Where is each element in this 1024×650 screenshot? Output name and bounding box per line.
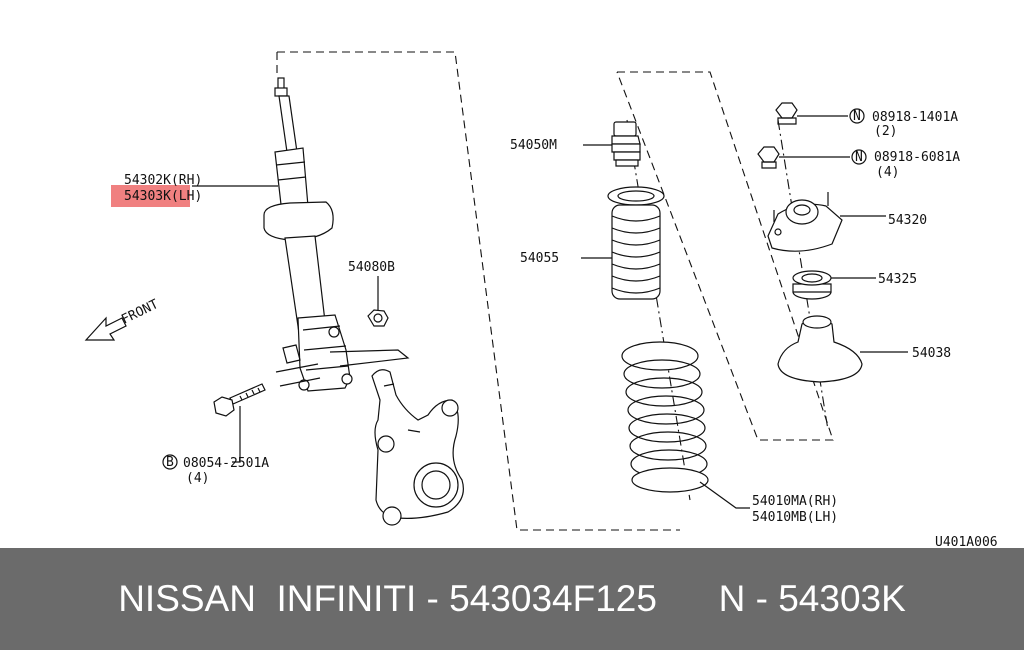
- label-54302k: 54302K(RH): [124, 173, 202, 188]
- spring-seat-icon: [777, 315, 863, 383]
- leader-54010m: [699, 481, 750, 509]
- label-nut1-qty: (2): [874, 124, 897, 139]
- strut-assembly-icon: [263, 77, 353, 392]
- dust-cover-icon: [607, 186, 665, 300]
- spring-centerline: [626, 119, 691, 501]
- label-54010mb: 54010MB(LH): [752, 510, 838, 525]
- nut-08918-6081a-icon: [757, 146, 780, 169]
- strut-mount-icon: [767, 192, 843, 252]
- label-front: FRONT: [119, 297, 161, 328]
- front-arrow-icon: [84, 316, 127, 341]
- nut-08918-1401a-icon: [775, 102, 798, 125]
- mount-bearing-icon: [792, 270, 832, 300]
- label-54010ma: 54010MA(RH): [752, 494, 838, 509]
- nut-54080b-icon: [367, 309, 389, 327]
- label-nut2: 08918-6081A: [874, 150, 960, 165]
- steering-knuckle-icon: [371, 369, 464, 526]
- mount-group-outline: [616, 71, 834, 441]
- strut-group-outline: [277, 51, 680, 531]
- label-54325: 54325: [878, 272, 917, 287]
- nut-marker-circle-2: [851, 149, 867, 165]
- label-bolt-marker: B: [166, 455, 174, 470]
- label-54050m: 54050M: [510, 138, 557, 153]
- banner-text: NISSAN INFINITI - 543034F125 N - 54303K: [118, 578, 906, 619]
- label-nut2-qty: (4): [876, 165, 899, 180]
- label-nut1: 08918-1401A: [872, 110, 958, 125]
- bracket-line-2: [275, 363, 321, 387]
- label-54320: 54320: [888, 213, 927, 228]
- nut-marker-circle-1: [849, 108, 865, 124]
- coil-spring-icon: [621, 341, 709, 493]
- label-bolt-qty: (4): [186, 471, 209, 486]
- leader-bolt: [232, 406, 241, 463]
- label-54303k: 54303K(LH): [124, 189, 202, 204]
- drawing-code: U401A006: [935, 535, 998, 548]
- bolt-icon: [213, 383, 266, 417]
- label-54038: 54038: [912, 346, 951, 361]
- bracket-line: [329, 349, 410, 367]
- diagram-canvas: 54302K(RH) 54303K(LH) 54080B FRONT B 080…: [84, 51, 998, 550]
- bolt-marker-circle: [162, 454, 178, 470]
- part-number-banner: NISSAN INFINITI - 543034F125 N - 54303K: [0, 548, 1024, 650]
- label-nut-marker-2: N: [855, 150, 863, 165]
- label-54055: 54055: [520, 251, 559, 266]
- parts-diagram: 54302K(RH) 54303K(LH) 54080B FRONT B 080…: [84, 51, 998, 550]
- label-bolt: 08054-2501A: [183, 456, 269, 471]
- bump-stopper-icon: [611, 121, 641, 167]
- label-nut-marker-1: N: [853, 109, 861, 124]
- label-54080b: 54080B: [348, 260, 395, 275]
- part-highlight: [111, 185, 190, 207]
